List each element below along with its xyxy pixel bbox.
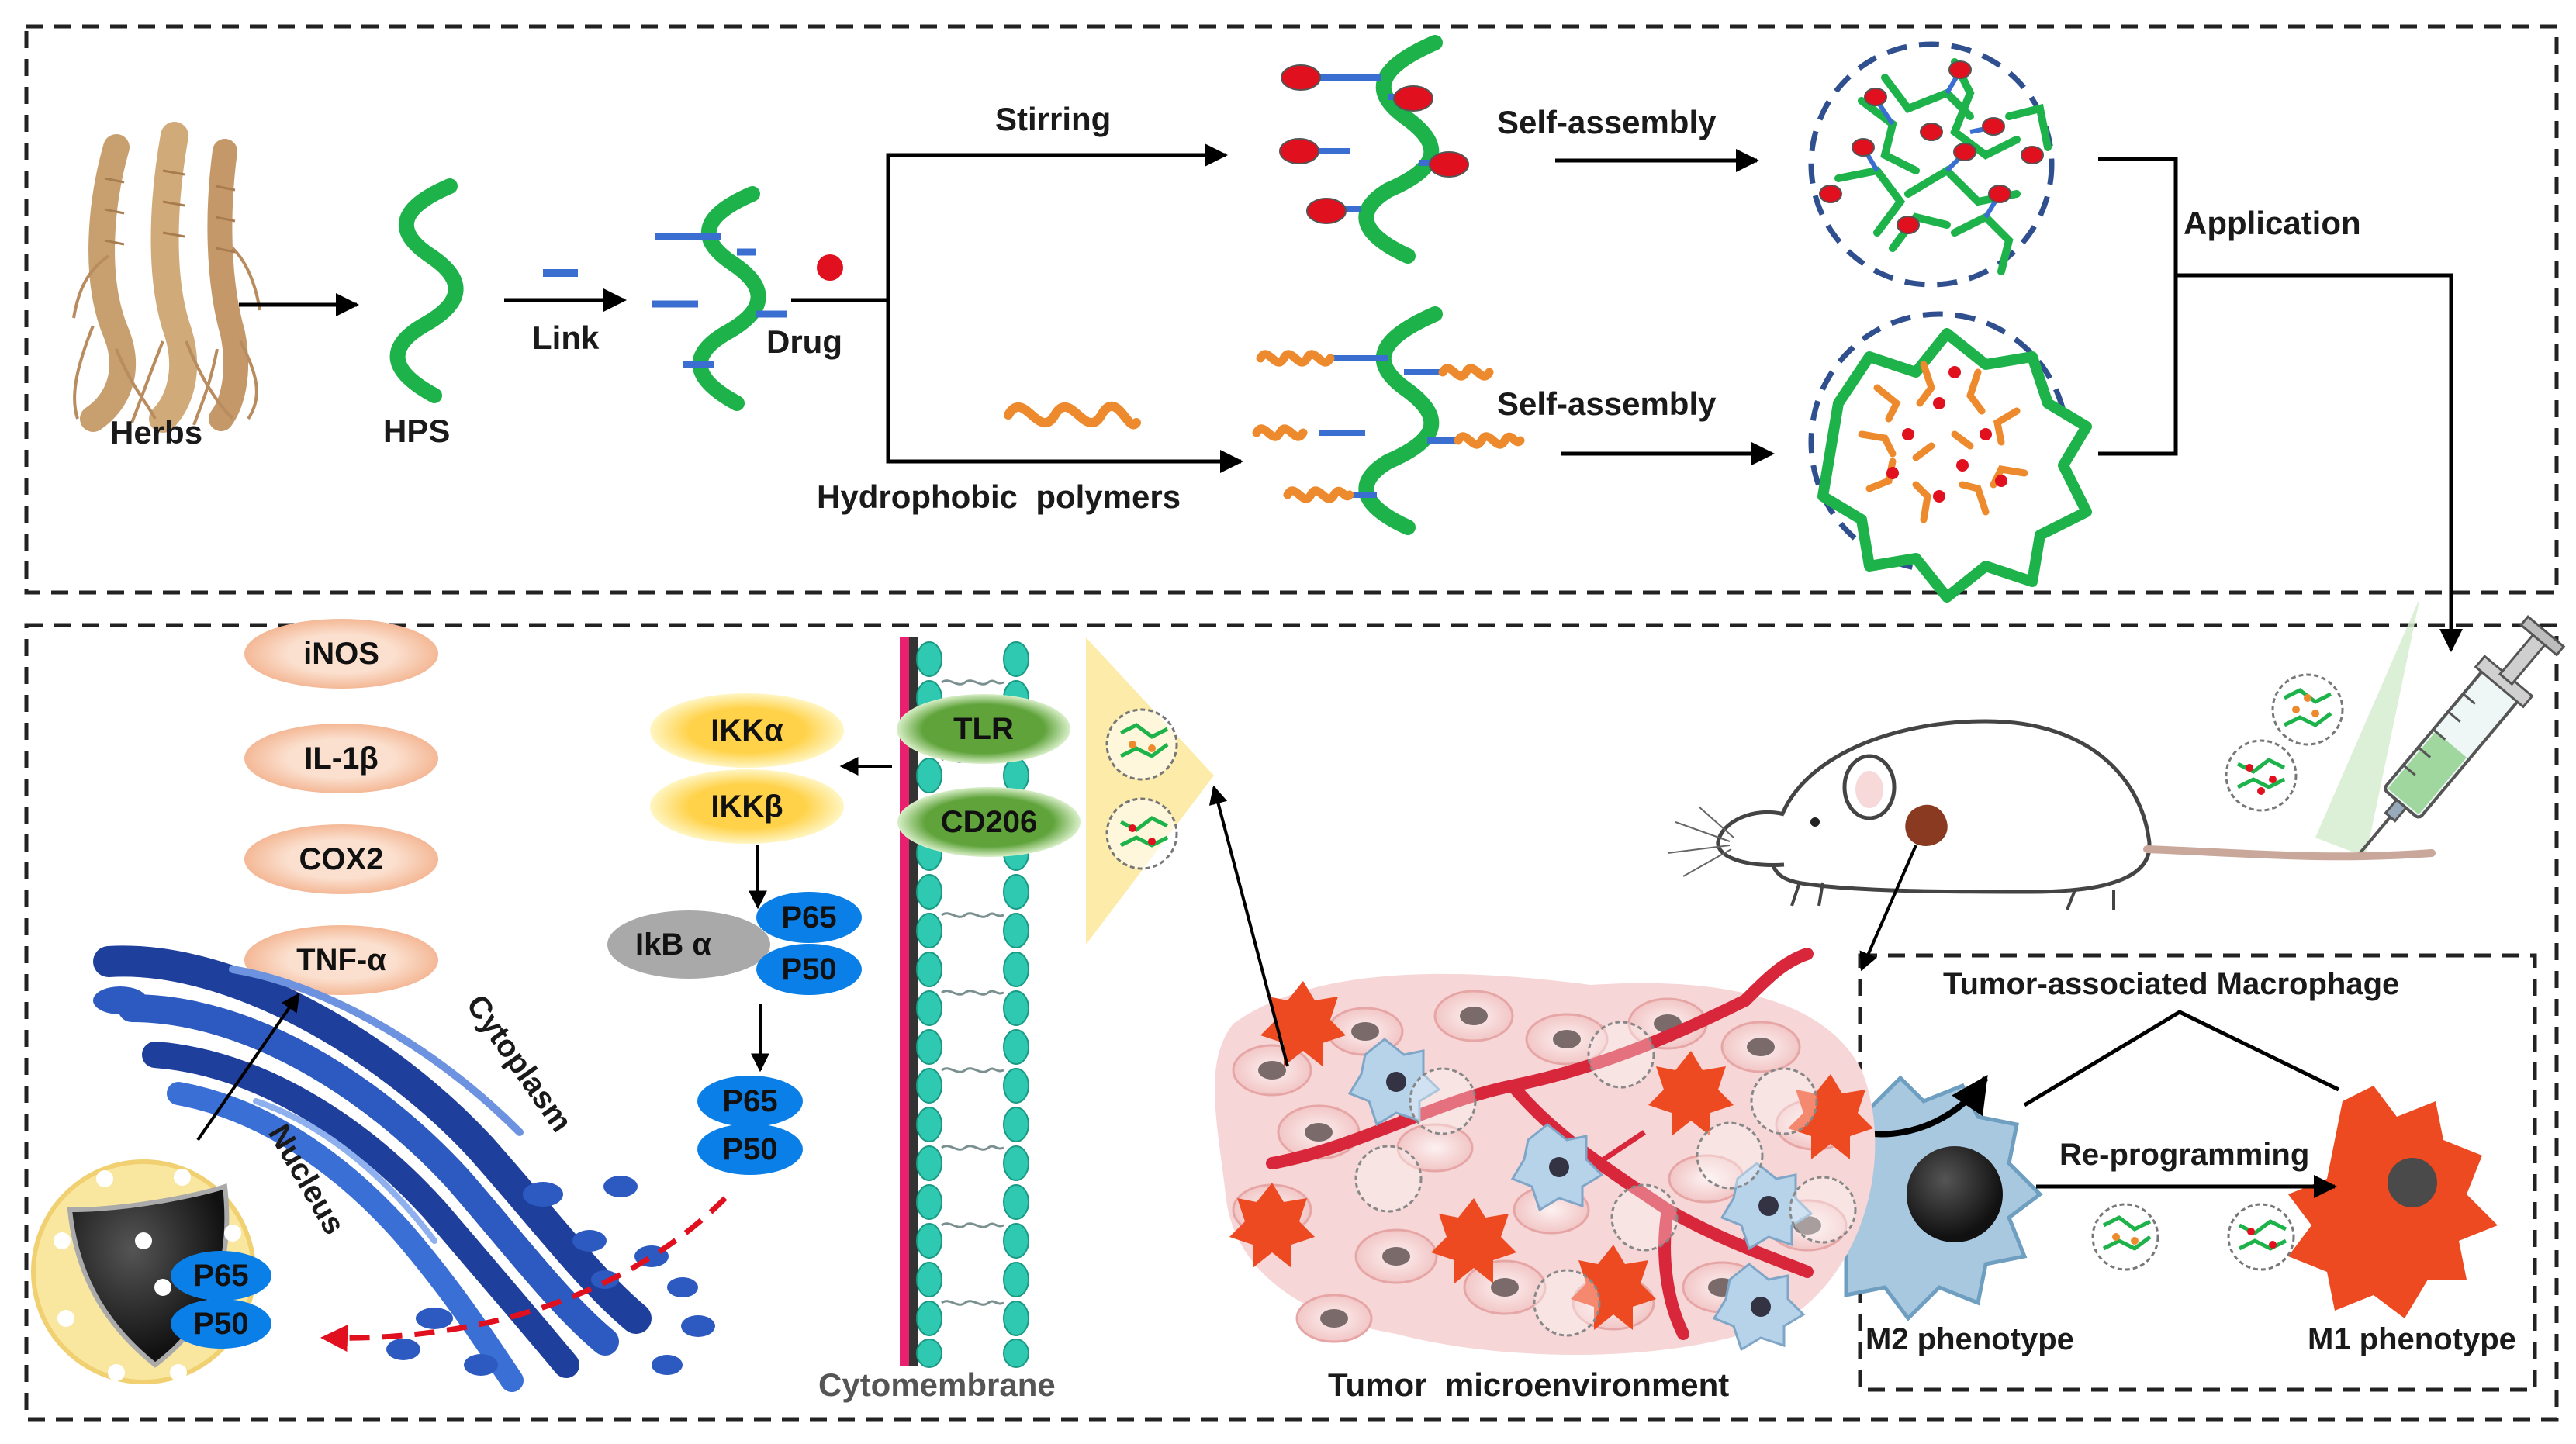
- injected-nanoparticles-icon: [2225, 673, 2344, 812]
- tnfa-label: TNF-α: [296, 943, 386, 977]
- hps-linker-conjugate-icon: [652, 186, 787, 411]
- syringe-icon: [2355, 615, 2566, 858]
- inos-node: [244, 619, 438, 689]
- p50-label-1: P50: [781, 952, 836, 986]
- drug-nanoparticle-icon: [1808, 41, 2055, 288]
- p50-label-3: P50: [193, 1307, 248, 1341]
- cox2-label: COX2: [299, 842, 384, 876]
- tumor-microenvironment-label: Tumor microenvironment: [1328, 1366, 1729, 1403]
- p50-node-1: [756, 944, 862, 995]
- m2-label: M2 phenotype: [1865, 1322, 2074, 1356]
- tam-bracket: [2023, 1010, 2340, 1107]
- p65-label-1: P65: [781, 900, 836, 934]
- arrow-tme-receptor: [1208, 785, 1289, 1067]
- receptor-uptake-cone: [1086, 637, 1214, 945]
- cox2-node: [244, 824, 438, 894]
- ikb-node: [607, 910, 770, 979]
- arrow-nucleus-cytokines: [196, 993, 300, 1142]
- reprogramming-label: Re-programming: [2059, 1138, 2309, 1172]
- p50-node-3: [171, 1299, 271, 1349]
- application-connector: [2098, 157, 2178, 456]
- ikk-beta-label: IKKβ: [711, 789, 783, 824]
- cytoplasm-organelle-icon: [93, 945, 715, 1392]
- ikk-beta-node: [650, 769, 844, 844]
- herbs-icon: [72, 122, 261, 433]
- ikk-alpha-node: [650, 693, 844, 768]
- p50-label-2: P50: [722, 1132, 777, 1166]
- self-assembly-bottom-label: Self-assembly: [1497, 385, 1717, 422]
- arrow-mouse-tumor: [1859, 845, 1917, 972]
- bottom-panel: [24, 623, 2559, 1422]
- macrophage-panel: [1858, 953, 2537, 1392]
- m1-nucleus-icon: [2388, 1158, 2437, 1207]
- arrow-hydrophobic: [886, 300, 1243, 473]
- arrow-tme-m2: [1861, 1075, 1989, 1138]
- hydrophobic-polymer-icon: [1004, 402, 1141, 430]
- p65-label-3: P65: [193, 1259, 248, 1293]
- cd206-receptor: [897, 787, 1081, 857]
- cytomembrane-label: Cytomembrane: [818, 1366, 1056, 1403]
- ikb-label: IkB α: [635, 928, 711, 962]
- m1-macrophage-icon: [2288, 1086, 2498, 1318]
- hydrophobic-polymers-label: Hydrophobic polymers: [817, 478, 1181, 515]
- mouse-icon: [1667, 719, 2436, 910]
- tlr-label: TLR: [953, 712, 1014, 746]
- p65-node-1: [756, 892, 862, 943]
- hps-hydrophobic-conjugate-icon: [1252, 306, 1525, 535]
- p65-node-2: [697, 1076, 803, 1127]
- cd206-label: CD206: [941, 805, 1038, 839]
- herbs-label: Herbs: [110, 414, 202, 451]
- tumor-microenvironment-icon: [1215, 948, 1876, 1356]
- injection-spray-icon: [2315, 597, 2420, 857]
- cytoplasm-label: Cytoplasm: [460, 989, 579, 1138]
- arrow-application: [2176, 273, 2463, 652]
- tnfa-node: [244, 925, 438, 995]
- drug-icon: [817, 254, 843, 281]
- hps-drug-conjugate-icon: [1279, 35, 1469, 264]
- reprogramming-nanoparticles-icon: [2091, 1203, 2295, 1271]
- micelle-nanoparticle-icon: [1808, 311, 2092, 603]
- arrow-nfkb-translocation: [320, 1196, 728, 1352]
- drug-label: Drug: [766, 323, 842, 360]
- m2-nucleus-icon: [1907, 1146, 2003, 1242]
- stirring-label: Stirring: [995, 101, 1111, 137]
- p65-node-3: [171, 1251, 271, 1301]
- p65-label-2: P65: [722, 1084, 777, 1118]
- il1b-label: IL-1β: [304, 741, 379, 776]
- ikk-alpha-label: IKKα: [711, 713, 783, 748]
- receptor-nanoparticles-icon: [1105, 708, 1178, 870]
- tam-title: Tumor-associated Macrophage: [1943, 967, 2399, 1001]
- p50-node-2: [697, 1124, 803, 1175]
- hps-label: HPS: [383, 413, 450, 449]
- il1b-node: [244, 724, 438, 793]
- hps-polymer-icon: [389, 178, 464, 403]
- link-label: Link: [532, 320, 600, 356]
- tlr-receptor: [897, 694, 1070, 764]
- m1-label: M1 phenotype: [2308, 1322, 2516, 1356]
- self-assembly-top-label: Self-assembly: [1497, 104, 1717, 140]
- application-label: Application: [2184, 205, 2361, 241]
- inos-label: iNOS: [303, 637, 379, 671]
- top-panel: [24, 24, 2559, 595]
